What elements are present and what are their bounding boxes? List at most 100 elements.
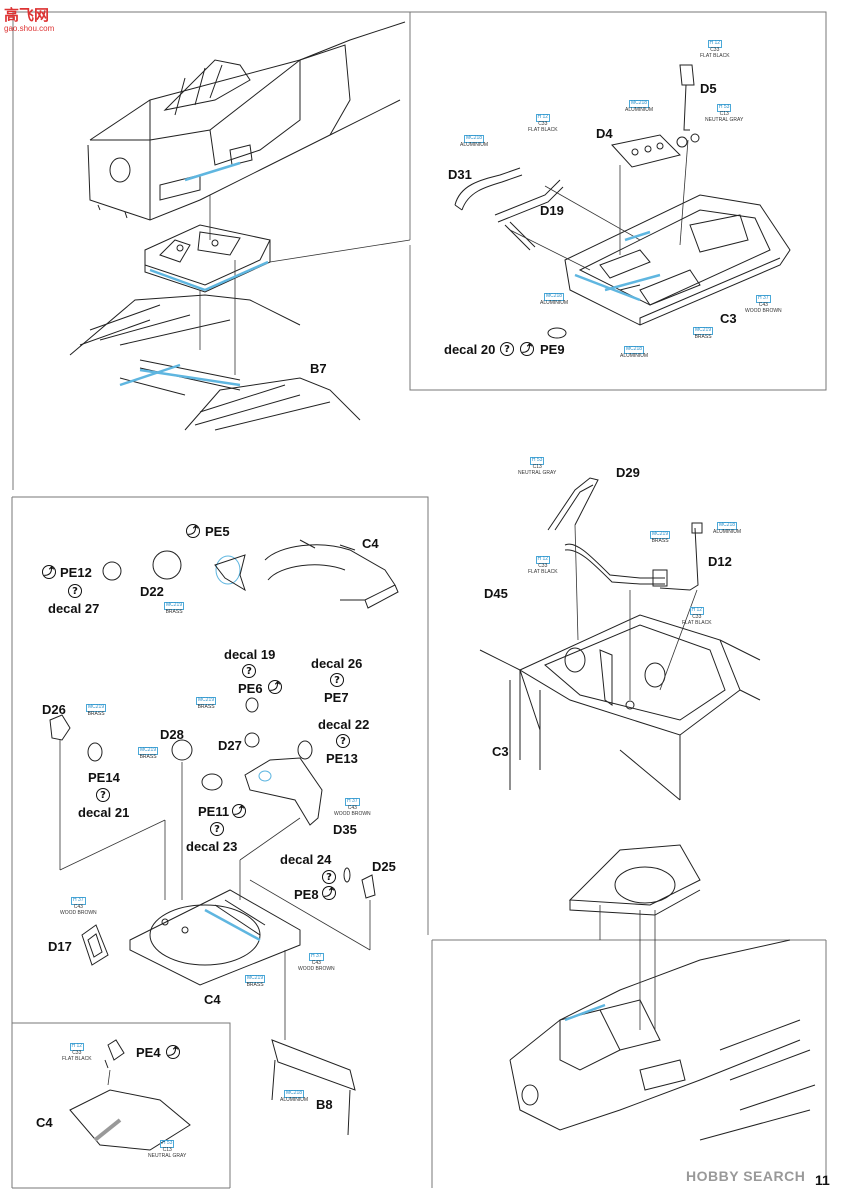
question-circle-icon: ? <box>96 788 110 802</box>
fold-arrow-icon: ⤴ <box>232 804 246 818</box>
label-PE14: PE14 <box>88 770 120 785</box>
label-decal22: decal 22 <box>318 717 370 732</box>
watermark-top-url: gao.shou.com <box>4 24 55 33</box>
fold-arrow-icon: ⤴ <box>268 680 282 694</box>
label-D17: D17 <box>48 939 72 954</box>
label-decal20: decal 20 <box>444 342 496 357</box>
label-PE12: PE12 <box>60 565 92 580</box>
label-C4-low: C4 <box>204 992 221 1007</box>
part-D12 <box>564 522 703 591</box>
question-circle-icon: ? <box>500 342 514 356</box>
fuselage-bottom-right <box>509 844 816 1141</box>
part-D29 <box>547 477 599 531</box>
label-D25: D25 <box>372 859 396 874</box>
part-B8 <box>271 1039 356 1136</box>
label-decal26: decal 26 <box>311 656 363 671</box>
label-PE11: PE11 <box>198 804 230 819</box>
cockpit-mid-right <box>479 614 761 801</box>
label-decal23: decal 23 <box>186 839 238 854</box>
label-decal19: decal 19 <box>224 647 276 662</box>
label-PE5: PE5 <box>205 524 230 539</box>
part-C4-top <box>264 539 399 609</box>
label-decal21: decal 21 <box>78 805 130 820</box>
question-circle-icon: ? <box>330 673 344 687</box>
label-PE13: PE13 <box>326 751 358 766</box>
panel-frames <box>11 11 827 1189</box>
parts-small-left <box>49 550 376 899</box>
label-PE6: PE6 <box>238 681 263 696</box>
cockpit-floor-top-left <box>144 224 271 293</box>
label-D22: D22 <box>140 584 164 599</box>
label-D27: D27 <box>218 738 242 753</box>
label-D5: D5 <box>700 81 717 96</box>
label-C4-mid: C4 <box>362 536 379 551</box>
part-D31 <box>454 167 523 211</box>
fold-arrow-icon: ⤴ <box>42 565 56 579</box>
label-D4: D4 <box>596 126 613 141</box>
label-decal24: decal 24 <box>280 852 332 867</box>
label-D31: D31 <box>448 167 472 182</box>
fold-arrow-icon: ⤴ <box>166 1045 180 1059</box>
label-C3-mid: C3 <box>492 744 509 759</box>
label-D29: D29 <box>616 465 640 480</box>
label-B8: B8 <box>316 1097 333 1112</box>
label-PE9: PE9 <box>540 342 565 357</box>
label-decal27: decal 27 <box>48 601 100 616</box>
label-D28: D28 <box>160 727 184 742</box>
fuselage-top-left <box>87 21 406 221</box>
accent-highlights <box>119 161 661 1022</box>
watermark-top: 高飞网 <box>4 7 50 24</box>
label-D26: D26 <box>42 702 66 717</box>
question-circle-icon: ? <box>242 664 256 678</box>
label-D45: D45 <box>484 586 508 601</box>
part-D5 <box>676 64 700 148</box>
question-circle-icon: ? <box>322 870 336 884</box>
label-B7: B7 <box>310 361 327 376</box>
label-D19: D19 <box>540 203 564 218</box>
label-PE8: PE8 <box>294 887 319 902</box>
question-circle-icon: ? <box>210 822 224 836</box>
label-C3-top: C3 <box>720 311 737 326</box>
question-circle-icon: ? <box>68 584 82 598</box>
page-number: 11 <box>815 1172 830 1188</box>
watermark-bottom: HOBBY SEARCH <box>686 1168 806 1184</box>
label-D12: D12 <box>708 554 732 569</box>
inset-C4-PE4 <box>69 1039 191 1151</box>
part-D4 <box>611 134 681 168</box>
part-D35 <box>244 757 323 826</box>
part-D17 <box>81 924 109 966</box>
label-PE7: PE7 <box>324 690 349 705</box>
label-C4-inset: C4 <box>36 1115 53 1130</box>
part-PE9 <box>547 327 567 339</box>
part-D19 <box>494 179 564 251</box>
assembly-guides <box>59 139 698 1086</box>
fold-arrow-icon: ⤴ <box>186 524 200 538</box>
fold-arrow-icon: ⤴ <box>322 886 336 900</box>
part-C4-lower <box>129 889 301 986</box>
